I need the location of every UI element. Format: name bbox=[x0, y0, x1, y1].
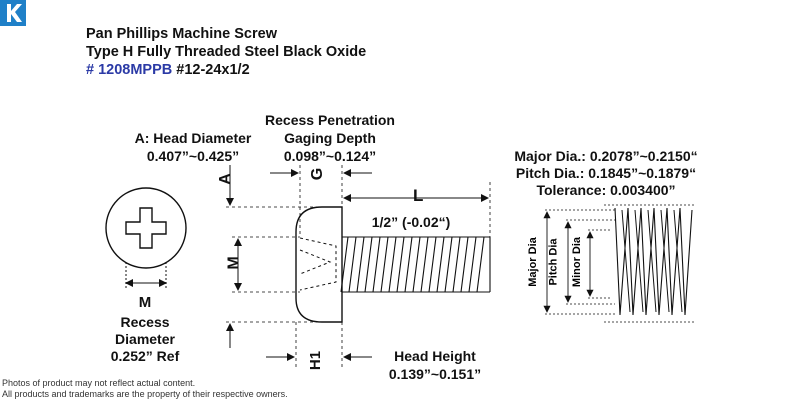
disclaimer-line-2: All products and trademarks are the prop… bbox=[2, 389, 288, 399]
screw-head-side bbox=[295, 206, 343, 323]
head-diameter-value: 0.407”~0.425” bbox=[146, 148, 240, 164]
title-line-2: Type H Fully Threaded Steel Black Oxide bbox=[86, 44, 367, 60]
thread-detail bbox=[543, 204, 694, 323]
part-line: # 1208MPPB #12-24x1/2 bbox=[86, 62, 250, 78]
head-height-label: Head Height bbox=[394, 348, 476, 364]
head-top-view bbox=[105, 187, 187, 269]
brand-logo: K bbox=[0, 0, 26, 26]
g-dimension-letter: G bbox=[309, 167, 327, 181]
major-dia-label: Major Dia bbox=[526, 237, 539, 287]
recess-diameter-label-2: Diameter bbox=[115, 331, 175, 347]
major-dia-spec: Major Dia.: 0.2078”~0.2150“ bbox=[514, 148, 698, 164]
recess-dashed bbox=[299, 237, 337, 291]
minor-dia-label: Minor Dia bbox=[571, 236, 584, 288]
threaded-shank bbox=[340, 236, 491, 293]
title-line-1: Pan Phillips Machine Screw bbox=[86, 26, 277, 42]
head-height-value: 0.139”~0.151” bbox=[388, 366, 482, 382]
recess-diameter-label-1: Recess bbox=[120, 314, 170, 330]
pitch-dia-spec: Pitch Dia.: 0.1845”~0.1879“ bbox=[515, 165, 697, 181]
m-dimension-letter-side: M bbox=[225, 256, 243, 270]
h1-dimension-letter: H1 bbox=[307, 350, 325, 371]
recess-penetration-label-1: Recess Penetration bbox=[265, 112, 395, 128]
pitch-dia-label: Pitch Dia bbox=[547, 238, 560, 286]
logo-k-icon bbox=[7, 4, 22, 22]
part-size: #12-24x1/2 bbox=[176, 62, 250, 78]
disclaimer-line-1: Photos of product may not reflect actual… bbox=[2, 378, 196, 388]
m-dimension-letter-top: M bbox=[138, 294, 152, 311]
tolerance-spec: Tolerance: 0.003400” bbox=[536, 182, 676, 198]
recess-penetration-value: 0.098”~0.124” bbox=[283, 148, 377, 164]
part-number: # 1208MPPB bbox=[86, 62, 173, 78]
phillips-recess bbox=[125, 207, 167, 249]
length-value: 1/2” (-0.02“) bbox=[371, 214, 451, 230]
recess-diameter-value: 0.252” Ref bbox=[110, 348, 180, 364]
a-dimension-letter: A bbox=[216, 173, 234, 185]
head-diameter-label: A: Head Diameter bbox=[134, 130, 252, 146]
l-dimension-letter: L bbox=[413, 186, 424, 205]
recess-penetration-label-2: Gaging Depth bbox=[284, 130, 376, 146]
